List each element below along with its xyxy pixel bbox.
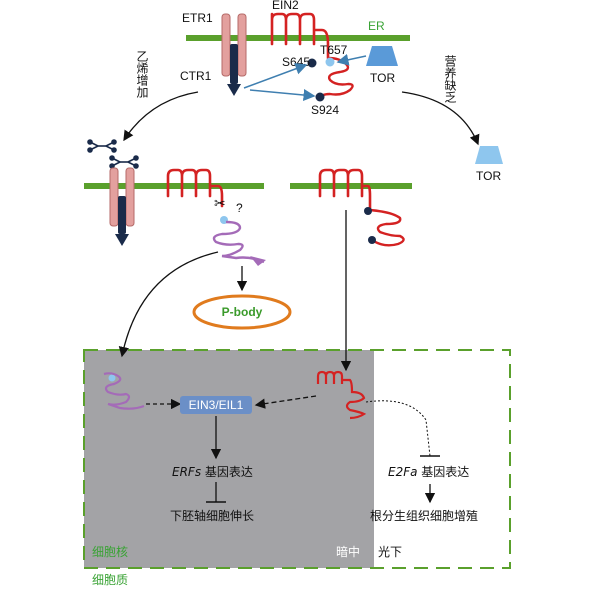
light-label: 光下 — [378, 545, 402, 559]
etr1-receptor-top — [221, 13, 247, 77]
ein2-protein-top — [270, 12, 330, 60]
cleaved-ein2c-end — [250, 256, 266, 266]
ein2-ctail-top — [318, 56, 354, 101]
ctr1-to-s645-arrow — [243, 63, 308, 89]
s645-phospho-site — [307, 58, 317, 68]
ethylene-arrow — [123, 91, 199, 142]
root-meristem-proliferation-label: 根分生组织细胞增殖 — [370, 508, 478, 523]
t657-label: T657 — [320, 43, 348, 57]
ethylene-molecule-icon — [87, 139, 139, 169]
cytoplasm-label: 细胞质 — [92, 573, 128, 587]
ctr1-to-s924-arrow — [249, 89, 316, 101]
s645-label: S645 — [282, 55, 310, 69]
s924-label: S924 — [311, 103, 339, 117]
erfs-gene-name: ERFs — [172, 465, 201, 479]
ein2c-to-nucleus-arrow — [118, 251, 219, 358]
ein2-label: EIN2 — [272, 0, 299, 12]
etr1-receptor-middle — [109, 167, 135, 246]
tor-kinase-top — [366, 46, 398, 66]
nucleus-label: 细胞核 — [92, 545, 128, 559]
ctr1-label: CTR1 — [180, 69, 212, 83]
nutrient-arrow — [401, 91, 480, 146]
cytoplasm-dashed-border — [83, 349, 511, 569]
nuclear-ein2c-purple — [103, 372, 145, 410]
er-label: ER — [368, 19, 385, 33]
tor-label-right: TOR — [476, 169, 501, 183]
ein2-protein-middle-right — [318, 168, 372, 212]
ctr1-kinase-top — [227, 44, 241, 96]
cleaved-ein2c-fragment — [212, 220, 265, 264]
e2fa-expression-label: E2Fa 基因表达 — [388, 465, 469, 479]
ein2-right-phospho-1 — [364, 207, 372, 215]
erfs-expression-label: ERFs 基因表达 — [172, 465, 253, 479]
e2fa-gene-name: E2Fa — [388, 465, 417, 479]
nutrient-deficiency-label: 营养缺乏 — [443, 55, 457, 103]
p-body — [192, 294, 292, 330]
p-body-label: P-body — [222, 305, 263, 319]
erfs-expression-text: 基因表达 — [201, 465, 253, 479]
cleavage-question-mark: ? — [236, 201, 243, 215]
tor-to-t657-arrow — [336, 53, 367, 66]
ein2-ctail-middle-right — [369, 208, 405, 247]
nucleus-region — [84, 350, 374, 568]
ein2-right-phospho-2 — [368, 236, 376, 244]
red-to-ein3-arrow — [254, 395, 317, 409]
ethylene-increase-label: 乙烯增加 — [135, 50, 149, 99]
nuclear-ein2c-red — [316, 370, 367, 420]
hypocotyl-elongation-label: 下胚轴细胞伸长 — [170, 508, 254, 523]
nuclear-ein2c-phospho — [108, 374, 116, 382]
e2fa-expression-text: 基因表达 — [417, 465, 469, 479]
ein3-eil1-box — [180, 396, 252, 414]
dark-label: 暗中 — [336, 544, 360, 559]
t657-phospho-site — [325, 57, 335, 67]
tor-label-top: TOR — [370, 71, 395, 85]
tor-kinase-right — [475, 146, 503, 164]
ein2-to-e2fa-dotted-line — [365, 400, 431, 457]
ein3-eil1-label: EIN3/EIL1 — [189, 398, 244, 412]
s924-phospho-site — [315, 92, 325, 102]
scissors-icon: ✂ — [214, 196, 226, 212]
ein2-protein-middle-left — [166, 168, 224, 208]
etr1-label: ETR1 — [182, 11, 213, 25]
